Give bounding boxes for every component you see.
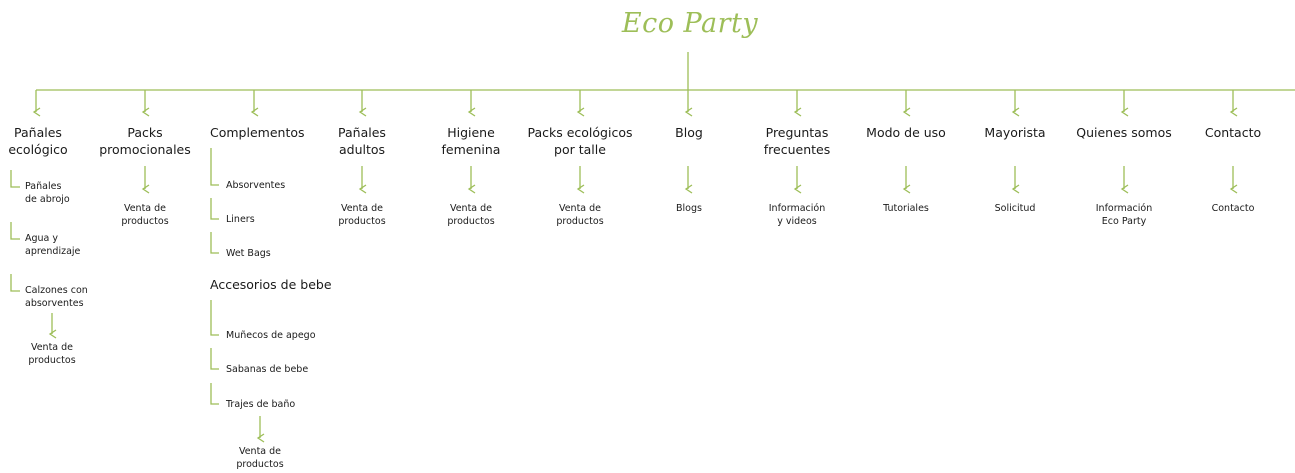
item-munecos-de-apego[interactable]: Muñecos de apego <box>226 330 316 341</box>
bracket-absorventes <box>210 148 219 186</box>
header-mayorista[interactable]: Mayorista <box>984 125 1046 140</box>
bracket-calzones <box>10 274 20 292</box>
header-packs-por-talle[interactable]: Packs ecológicos por talle <box>527 125 633 157</box>
result-higiene-venta[interactable]: Venta de productos <box>447 203 495 227</box>
bracket-panales-de-abrojo <box>10 170 20 188</box>
header-blog[interactable]: Blog <box>675 125 703 140</box>
item-absorventes[interactable]: Absorventes <box>226 180 286 191</box>
header-preguntas-frecuentes[interactable]: Preguntas frecuentes <box>763 125 831 157</box>
site-title: Eco Party <box>621 8 759 39</box>
item-trajes-de-bano[interactable]: Trajes de baño <box>226 399 296 410</box>
result-packs-venta[interactable]: Venta de productos <box>121 203 169 227</box>
header-contacto[interactable]: Contacto <box>1204 125 1262 140</box>
bracket-wet-bags <box>210 232 219 254</box>
item-liners[interactable]: Liners <box>226 214 255 225</box>
result-solicitud[interactable]: Solicitud <box>994 203 1036 214</box>
result-contacto[interactable]: Contacto <box>1211 203 1255 214</box>
header-panales-ecologico[interactable]: Pañales ecológico <box>8 125 68 157</box>
item-sabanas-de-bebe[interactable]: Sabanas de bebe <box>226 364 309 375</box>
header-panales-adultos[interactable]: Pañales adultos <box>338 125 386 157</box>
subheader-accesorios-de-bebe[interactable]: Accesorios de bebe <box>210 277 332 292</box>
item-wet-bags[interactable]: Wet Bags <box>226 248 271 259</box>
result-informacion-eco-party[interactable]: Información Eco Party <box>1095 203 1153 227</box>
header-modo-de-uso[interactable]: Modo de uso <box>866 125 946 140</box>
result-adultos-venta[interactable]: Venta de productos <box>338 203 386 227</box>
bracket-liners <box>210 198 219 220</box>
result-complementos-venta[interactable]: Venta de productos <box>236 446 284 470</box>
bracket-agua-y-aprendizaje <box>10 222 20 240</box>
item-calzones-con-absorventes[interactable]: Calzones con absorventes <box>25 285 88 309</box>
bracket-trajes <box>210 383 219 405</box>
result-tutoriales[interactable]: Tutoriales <box>883 203 929 214</box>
result-panales-venta[interactable]: Venta de productos <box>28 342 76 366</box>
header-quienes-somos[interactable]: Quienes somos <box>1076 125 1172 140</box>
bracket-munecos <box>210 300 219 336</box>
result-talle-venta[interactable]: Venta de productos <box>556 203 604 227</box>
result-informacion-y-videos[interactable]: Información y videos <box>768 203 826 227</box>
header-complementos[interactable]: Complementos <box>210 125 305 140</box>
result-blogs[interactable]: Blogs <box>676 203 702 214</box>
header-packs-promocionales[interactable]: Packs promocionales <box>99 125 191 157</box>
bracket-sabanas <box>210 348 219 370</box>
item-agua-y-aprendizaje[interactable]: Agua y aprendizaje <box>25 233 81 257</box>
item-panales-de-abrojo[interactable]: Pañales de abrojo <box>25 181 70 205</box>
header-higiene-femenina[interactable]: Higiene femenina <box>441 125 501 157</box>
